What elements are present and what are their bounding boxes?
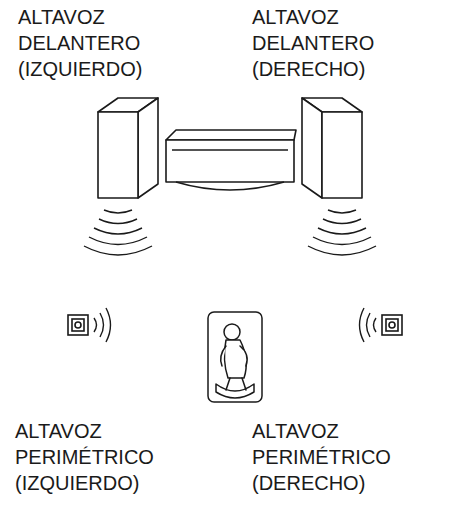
- center-unit: [166, 130, 296, 190]
- speaker-label: ALTAVOZ DELANTERO (DERECHO): [252, 4, 374, 82]
- speaker-label: ALTAVOZ PERIMÉTRICO (IZQUIERDO): [15, 418, 154, 496]
- surround-right-speaker: [382, 315, 402, 335]
- surround-left-speaker: [68, 315, 88, 335]
- front-left-speaker: [98, 98, 158, 198]
- speaker-label: ALTAVOZ PERIMÉTRICO (DERECHO): [252, 418, 391, 496]
- front-right-speaker: [302, 98, 362, 198]
- listener-figure: [208, 312, 262, 402]
- speaker-label: ALTAVOZ DELANTERO (IZQUIERDO): [18, 4, 142, 82]
